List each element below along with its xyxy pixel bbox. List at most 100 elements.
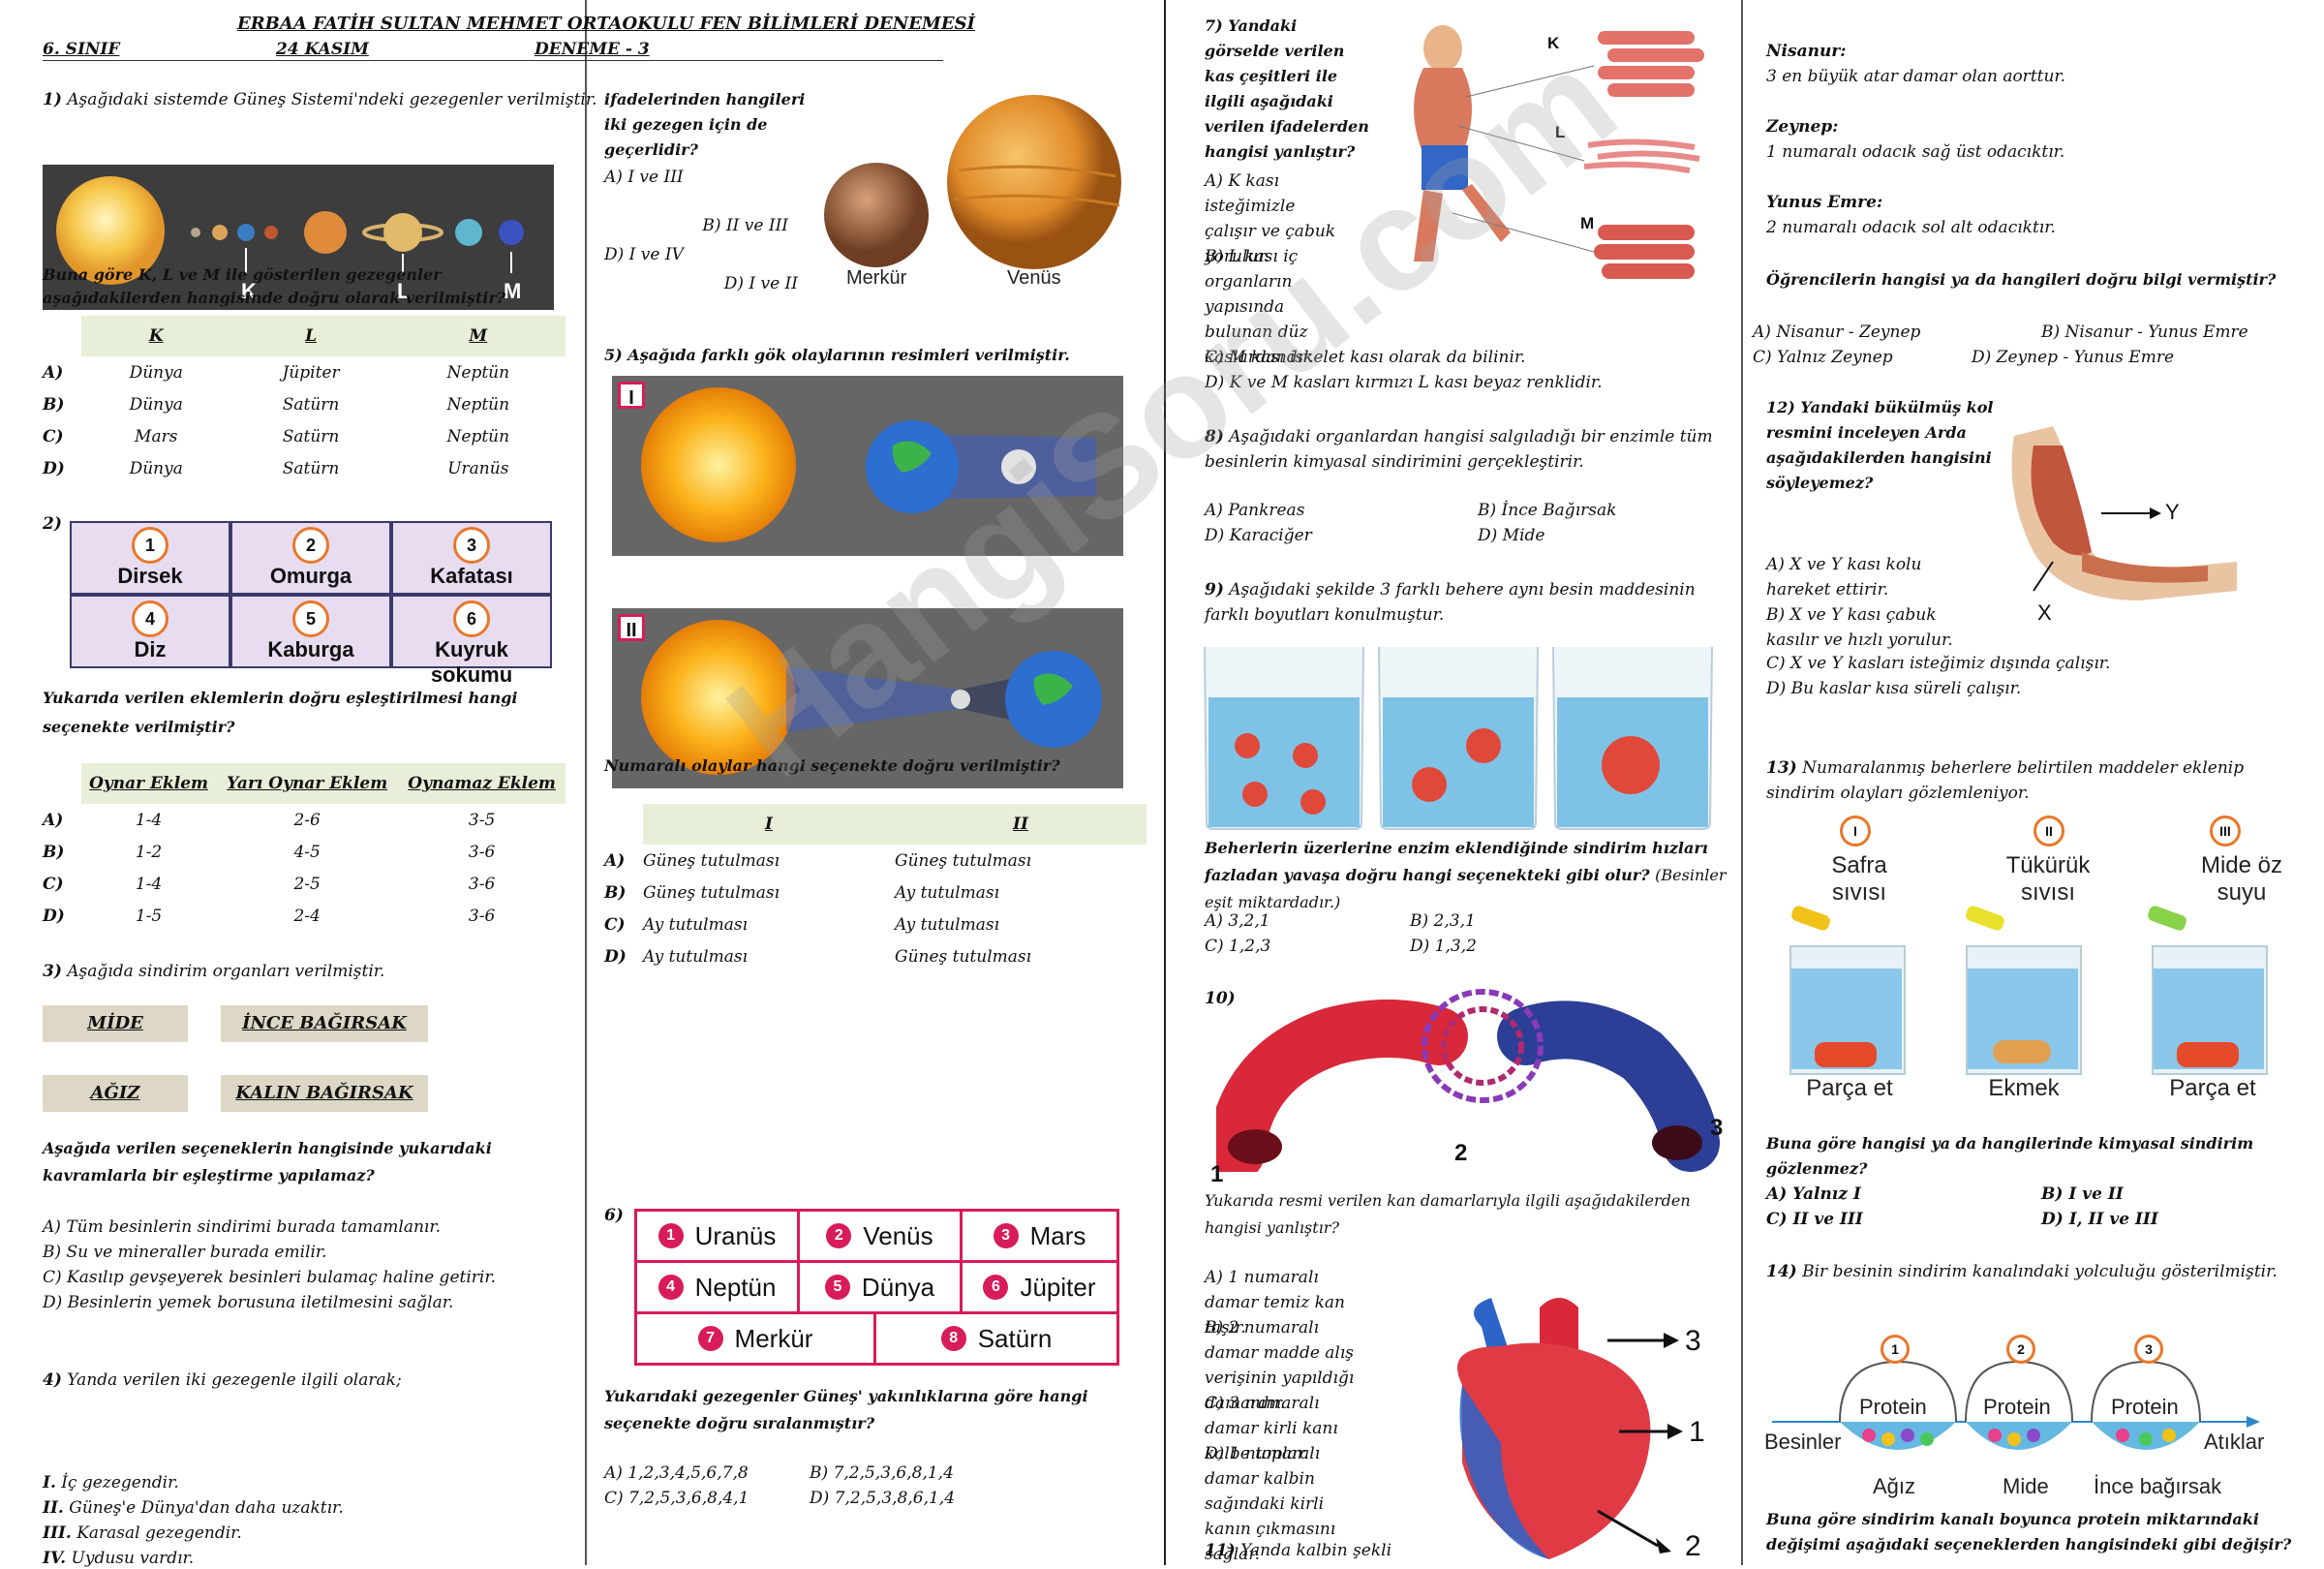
student-yunus-text: 2 numaralı odacık sol alt odacıktır.	[1766, 218, 2056, 237]
q10-option-b[interactable]: B) 2 numaralı damar madde alış verişinin…	[1205, 1318, 1355, 1413]
q13-option-c[interactable]: C) II ve III	[1766, 1210, 1863, 1229]
q14-prompt: Buna göre sindirim kanalı boyunca protei…	[1766, 1510, 2292, 1554]
stage-3-marker: 3	[2134, 1335, 2163, 1364]
exam-label: DENEME - 3	[535, 40, 650, 59]
q3-option-d[interactable]: D) Besinlerin yemek borusuna iletilmesin…	[43, 1293, 454, 1312]
planet-label-venus: Venüs	[1007, 267, 1061, 289]
q3-option-c[interactable]: C) Kasılıp gevşeyerek besinleri bulamaç …	[43, 1268, 496, 1287]
school-title: ERBAA FATİH SULTAN MEHMET ORTAOKULU FEN …	[237, 14, 975, 34]
q12-option-c[interactable]: C) X ve Y kasları isteğimiz dışında çalı…	[1766, 654, 2111, 673]
beaker-1	[1204, 646, 1364, 830]
vessel-label-3: 3	[1710, 1115, 1724, 1141]
header-underline	[43, 60, 943, 61]
q13-option-a[interactable]: A) Yalnız I	[1766, 1184, 1861, 1204]
q3-option-b[interactable]: B) Su ve mineraller burada emilir.	[43, 1243, 327, 1262]
stage-1-marker: 1	[1881, 1335, 1910, 1364]
q11-option-b[interactable]: B) Nisanur - Yunus Emre	[2041, 323, 2248, 342]
q6-prompt: Yukarıdaki gezegenler Güneş' yakınlıklar…	[604, 1387, 1088, 1432]
date-label: 24 KASIM	[276, 40, 369, 59]
q4-option-a[interactable]: A) I ve III	[604, 168, 684, 187]
q13-prompt: Buna göre hangisi ya da hangilerinde kim…	[1766, 1134, 2254, 1178]
eclipse-panel-2: II	[612, 608, 1123, 788]
q7-option-a[interactable]: A) K kası isteğimizle çalışır ve çabuk y…	[1205, 171, 1336, 266]
column-divider-left	[585, 0, 587, 1565]
q11-option-d[interactable]: D) Zeynep - Yunus Emre	[1972, 348, 2175, 367]
q8-option-a[interactable]: A) Pankreas	[1205, 501, 1305, 520]
q1-header-l: L	[230, 316, 391, 356]
stage-2-label: Protein	[1983, 1395, 2051, 1419]
q3-option-a[interactable]: A) Tüm besinlerin sindirimi burada tamam…	[43, 1217, 442, 1237]
q1-text: 1) Aşağıdaki sistemde Güneş Sistemi'ndek…	[43, 90, 597, 109]
q9-option-d[interactable]: D) 1,3,2	[1410, 937, 1477, 956]
q4-option-b[interactable]: B) II ve III	[702, 216, 788, 235]
q4-statement-4: IV. Uydusu vardır.	[43, 1549, 195, 1568]
q4-prompt: ifadelerinden hangileri iki gezegen için…	[604, 90, 806, 159]
muscle-label-m: M	[1580, 214, 1595, 232]
path-right-label: Atıklar	[2204, 1430, 2265, 1454]
heart-label-2: 2	[1685, 1530, 1701, 1562]
q6-option-b[interactable]: B) 7,2,5,3,6,8,1,4	[810, 1463, 954, 1483]
q9-option-b[interactable]: B) 2,3,1	[1410, 911, 1476, 931]
q4-option-d[interactable]: D) I ve II	[723, 274, 798, 293]
q12-option-a[interactable]: A) X ve Y kası kolu hareket ettirir.	[1766, 555, 1922, 600]
q9-option-c[interactable]: C) 1,2,3	[1205, 937, 1271, 956]
q9-text: 9) Aşağıdaki şekilde 3 farklı behere ayn…	[1205, 580, 1696, 625]
q13-text: 13) Numaralanmış beherlere belirtilen ma…	[1766, 758, 2245, 803]
q6-option-d[interactable]: D) 7,2,5,3,8,6,1,4	[810, 1489, 956, 1508]
q10-option-a[interactable]: A) 1 numaralı damar temiz kan taşır.	[1205, 1268, 1345, 1338]
q2-prompt: Yukarıda verilen eklemlerin doğru eşleşt…	[43, 689, 518, 736]
skeletal-muscle-k	[1598, 31, 1704, 97]
q6-option-c[interactable]: C) 7,2,5,3,6,8,4,1	[604, 1489, 749, 1508]
q6-option-a[interactable]: A) 1,2,3,4,5,6,7,8	[604, 1463, 749, 1483]
q7-option-b[interactable]: B) L kası iç organların yapısında buluna…	[1205, 247, 1314, 367]
q10-option-d[interactable]: D) 1 numaralı damar kalbin sağındaki kir…	[1205, 1444, 1336, 1564]
q7-option-d[interactable]: D) K ve M kasları kırmızı L kası beyaz r…	[1205, 373, 1603, 392]
organ-label-agiz: Ağız	[1873, 1474, 1916, 1498]
q11-option-c[interactable]: C) Yalnız Zeynep	[1753, 348, 1893, 367]
q13-option-d[interactable]: D) I, II ve III	[2041, 1210, 2158, 1229]
q9-prompt: Beherlerin üzerlerine enzim eklendiğinde…	[1205, 839, 1727, 911]
panel-2-label: II	[618, 614, 645, 641]
q12-option-b[interactable]: B) X ve Y kası çabuk kasılır ve hızlı yo…	[1766, 605, 1953, 650]
q4-option-c[interactable]: D) I ve IV	[604, 245, 684, 264]
q6-number: 6)	[604, 1206, 624, 1225]
planet-label-l: L	[397, 279, 411, 303]
q7-text: 7) Yandaki görselde verilen kas çeşitler…	[1205, 16, 1369, 161]
q11-option-a[interactable]: A) Nisanur - Zeynep	[1753, 323, 1921, 342]
q12-option-d[interactable]: D) Bu kaslar kısa süreli çalışır.	[1766, 679, 2022, 698]
bent-arm-illustration	[2011, 426, 2237, 600]
q8-option-b[interactable]: B) İnce Bağırsak	[1478, 501, 1617, 520]
q8-text: 8) Aşağıdaki organlardan hangisi salgıla…	[1205, 427, 1713, 472]
q9-option-a[interactable]: A) 3,2,1	[1205, 911, 1270, 931]
planet-label-merkur: Merkür	[846, 267, 907, 289]
arm-label-x: X	[2037, 600, 2052, 625]
q1-prompt: Buna göre K, L ve M ile gösterilen gezeg…	[43, 265, 506, 307]
q10-option-c[interactable]: C) 3 numaralı damar kirli kanı kalbe top…	[1205, 1394, 1338, 1463]
q13-option-b[interactable]: B) I ve II	[2041, 1184, 2124, 1204]
q7-option-c[interactable]: C) M kası iskelet kası olarak da bilinir…	[1205, 348, 1526, 367]
beakers-illustration	[1204, 646, 1713, 830]
organ-tag-kalin-bagirsak: KALIN BAĞIRSAK	[221, 1075, 428, 1112]
q8-option-c[interactable]: D) Karaciğer	[1205, 526, 1312, 545]
student-nisanur-name: Nisanur:	[1766, 42, 1847, 61]
q8-option-d[interactable]: D) Mide	[1478, 526, 1545, 545]
